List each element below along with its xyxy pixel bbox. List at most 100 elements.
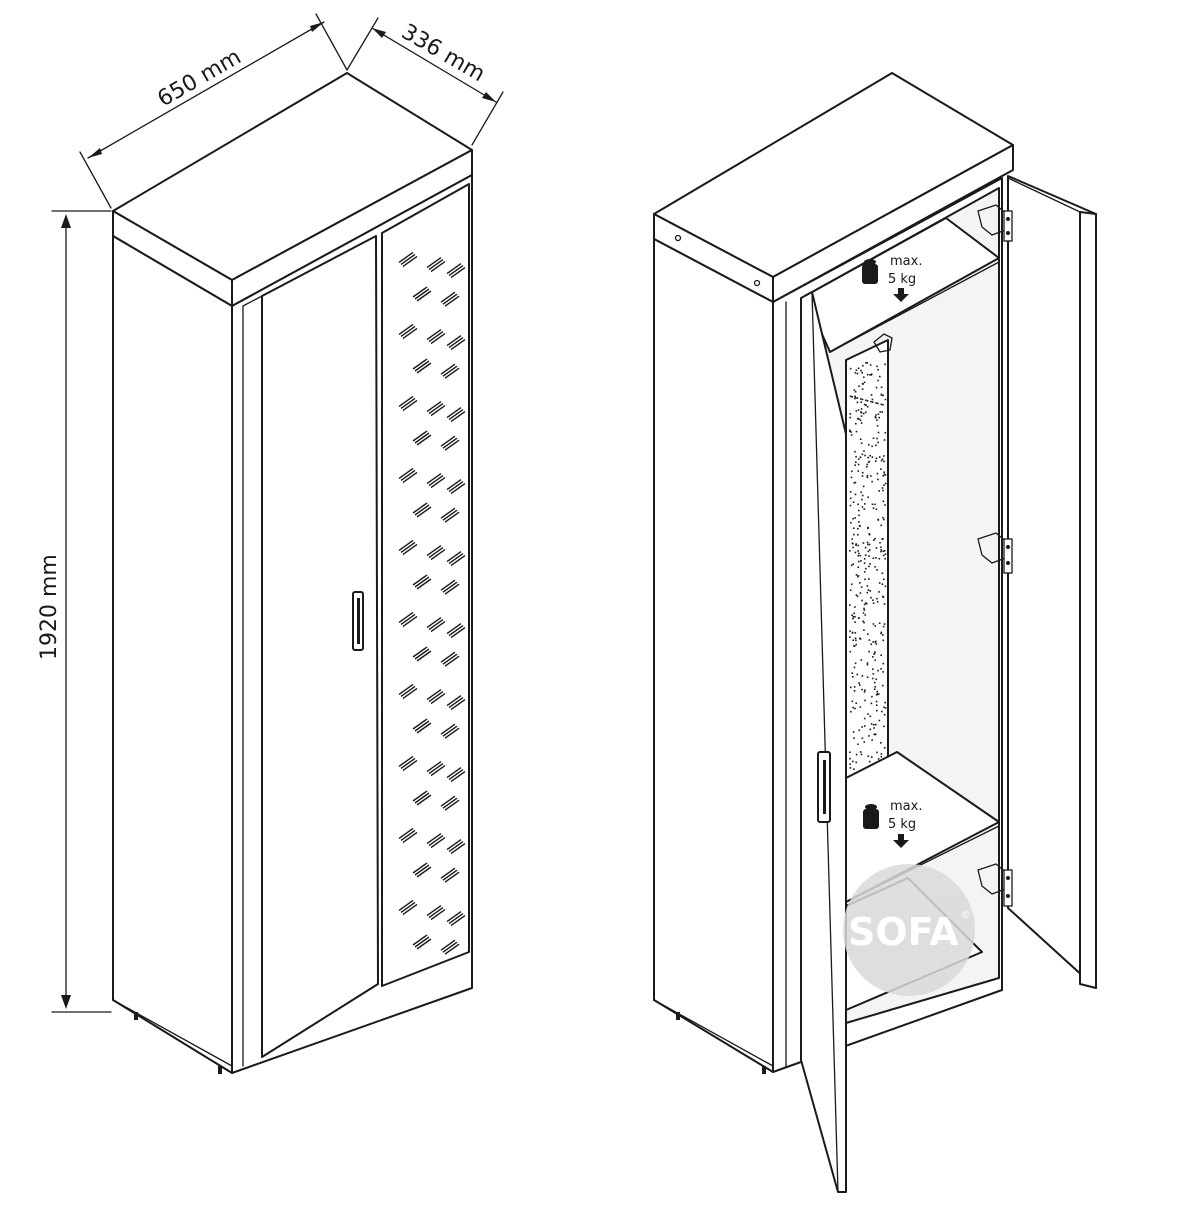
speckle-dot	[873, 733, 876, 736]
speckle-dot	[884, 398, 887, 401]
speckle-dot	[880, 468, 882, 470]
speckle-dot	[881, 710, 883, 713]
speckle-dot	[869, 454, 871, 457]
decor-mark	[398, 755, 418, 771]
speckle-dot	[861, 372, 863, 374]
speckle-dot	[860, 659, 863, 661]
speckle-dot	[862, 485, 865, 488]
speckle-dot	[869, 590, 871, 592]
decor-mark	[446, 695, 466, 711]
speckle-dot	[861, 388, 864, 390]
speckle-dot	[873, 724, 875, 726]
decor-mark	[398, 611, 418, 627]
speckle-dot	[875, 733, 877, 736]
speckle-dot	[852, 639, 854, 641]
speckle-dot	[873, 653, 875, 655]
decor-mark	[426, 689, 446, 705]
speckle-dot	[876, 569, 878, 571]
decor-mark	[426, 617, 446, 633]
speckle-dot	[860, 369, 862, 372]
speckle-dot	[882, 639, 885, 642]
speckle-dot	[881, 583, 884, 585]
speckle-dot	[859, 438, 862, 440]
speckle-dot	[863, 717, 866, 720]
speckle-dot	[880, 631, 883, 634]
speckle-dot	[883, 713, 886, 716]
speckle-dot	[856, 595, 859, 598]
speckle-dot	[864, 725, 866, 727]
speckle-dot	[859, 751, 862, 753]
decor-mark	[440, 651, 460, 667]
speckle-dot	[851, 396, 854, 398]
decor-mark	[446, 839, 466, 855]
speckle-dot	[882, 489, 884, 492]
speckle-dot	[853, 533, 855, 536]
speckle-dot	[854, 606, 856, 608]
decor-mark	[440, 795, 460, 811]
speckle-dot	[883, 439, 886, 441]
decor-mark	[426, 905, 446, 921]
speckle-dot	[852, 527, 855, 529]
speckle-dot	[873, 539, 875, 541]
speckle-dot	[882, 550, 884, 553]
speckle-dot	[855, 753, 858, 756]
speckle-dot	[853, 686, 856, 688]
speckle-dot	[849, 650, 852, 653]
speckle-dot	[854, 493, 857, 496]
speckle-dot	[855, 369, 858, 371]
speckle-dot	[865, 411, 867, 414]
speckle-dot	[868, 565, 870, 568]
foot	[762, 1066, 766, 1074]
decor-mark	[412, 934, 432, 950]
decor-mark	[446, 479, 466, 495]
speckle-dot	[854, 450, 856, 453]
speckle-dot	[852, 617, 854, 620]
speckle-dot	[875, 557, 877, 559]
speckle-dot	[882, 625, 885, 628]
speckle-dot	[870, 394, 873, 396]
speckle-dot	[850, 497, 852, 500]
speckle-dot	[859, 684, 861, 686]
speckle-dot	[849, 504, 852, 507]
speckle-dot	[852, 546, 854, 549]
speckle-dot	[857, 463, 860, 466]
speckle-dot	[866, 463, 868, 466]
speckle-dot	[855, 543, 857, 545]
speckle-dot	[860, 398, 862, 400]
speckle-dot	[877, 431, 880, 434]
speckle-dot	[852, 676, 854, 678]
speckle-dot	[855, 544, 857, 547]
speckle-dot	[862, 542, 865, 544]
speckle-dot	[865, 602, 868, 605]
speckle-dot	[849, 757, 851, 760]
speckle-dot	[878, 490, 880, 492]
shelf-edge	[829, 261, 1000, 353]
speckle-dot	[884, 707, 887, 709]
speckle-dot	[869, 374, 871, 376]
top-shelf-load-line1: max.	[890, 254, 922, 269]
speckle-dot	[853, 768, 855, 770]
speckle-dot	[853, 389, 856, 391]
speckle-dot	[860, 753, 863, 756]
speckle-dot	[863, 508, 866, 510]
speckle-dot	[866, 476, 869, 479]
decor-mark	[446, 911, 466, 927]
speckle-dot	[854, 481, 857, 484]
speckle-dot	[884, 701, 886, 704]
speckle-dot	[883, 725, 885, 728]
speckle-dot	[867, 527, 869, 530]
speckle-dot	[849, 589, 852, 591]
decor-mark	[440, 291, 460, 307]
speckle-dot	[871, 695, 873, 698]
plinth-inner-edge	[112, 999, 233, 1067]
decor-mark	[426, 401, 446, 417]
speckle-dot	[882, 394, 884, 397]
decor-mark	[412, 502, 432, 518]
speckle-dot	[870, 702, 873, 705]
speckle-dot	[867, 456, 869, 459]
speckle-dot	[865, 567, 867, 570]
speckle-dot	[849, 751, 851, 754]
speckle-dot	[850, 434, 853, 436]
speckle-dot	[855, 639, 857, 642]
speckle-dot	[849, 429, 851, 432]
